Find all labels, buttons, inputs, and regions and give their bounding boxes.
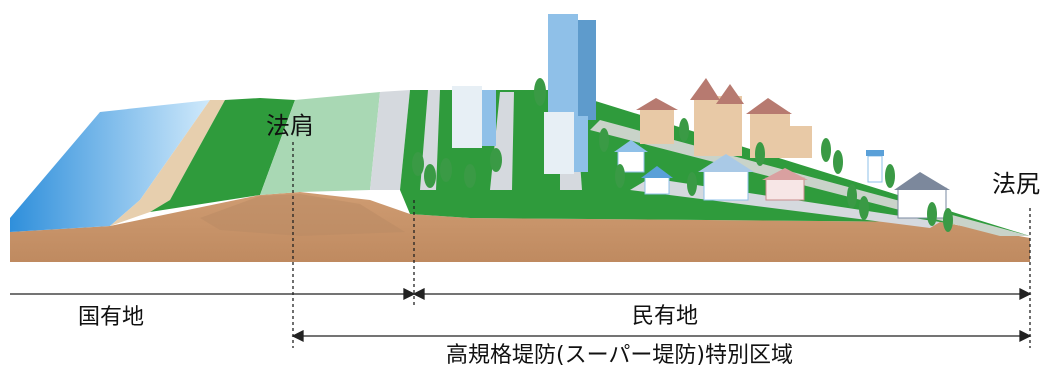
levee-road bbox=[370, 90, 410, 190]
soil-dark-core bbox=[200, 194, 405, 236]
house-beige-1 bbox=[636, 98, 678, 144]
ground-cross-section bbox=[10, 192, 1030, 262]
national-land-label: 国有地 bbox=[78, 305, 145, 330]
special-zone-arrowhead-right bbox=[1019, 329, 1032, 343]
private-land-arrowhead-right bbox=[1019, 287, 1032, 301]
levee-slope-grass bbox=[150, 98, 295, 212]
house-beige-2 bbox=[690, 78, 744, 156]
national-land-arrowhead bbox=[403, 287, 416, 301]
river-water bbox=[10, 100, 210, 232]
tall-tower bbox=[548, 14, 596, 124]
town-road-1 bbox=[420, 90, 440, 190]
trees bbox=[412, 78, 953, 232]
levee-surface bbox=[110, 90, 410, 226]
house-white-dome bbox=[698, 154, 754, 201]
boundary-markers bbox=[292, 142, 1031, 348]
house-pink bbox=[762, 168, 808, 201]
dimension-lines bbox=[10, 287, 1032, 343]
private-land-arrowhead-left bbox=[412, 287, 425, 301]
house-gray bbox=[894, 172, 950, 219]
private-land-label: 民有地 bbox=[632, 304, 699, 329]
house-blue-2 bbox=[641, 166, 673, 195]
levee-crown-light bbox=[260, 92, 380, 195]
slope-bottom-label: 法尻 bbox=[992, 170, 1040, 198]
apartment-left bbox=[452, 86, 496, 148]
house-blue-3 bbox=[866, 150, 884, 183]
house-blue-1 bbox=[614, 140, 648, 173]
riverbank-sand bbox=[110, 100, 225, 226]
special-zone-label: 高規格堤防(スーパー堤防)特別区域 bbox=[446, 343, 793, 368]
apartment-center bbox=[544, 112, 588, 174]
special-zone-arrowhead-left bbox=[291, 329, 304, 343]
slope-top-label: 法肩 bbox=[266, 112, 314, 140]
